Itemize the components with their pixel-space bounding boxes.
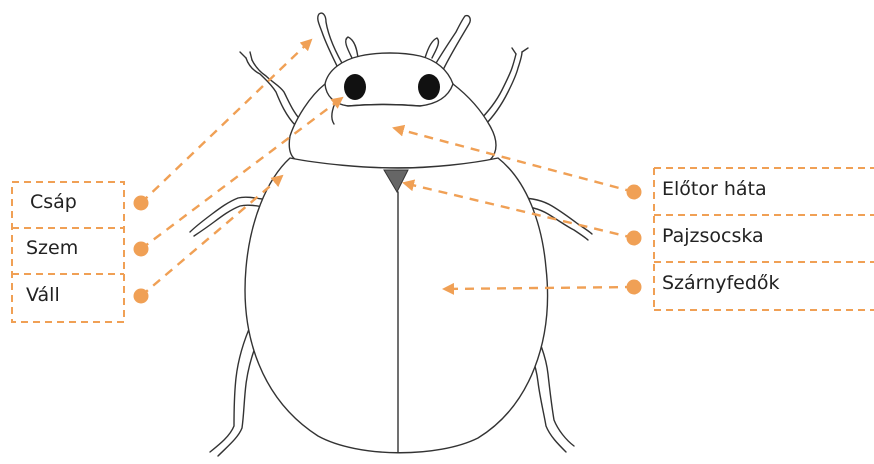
label-szem: Szem	[26, 239, 78, 258]
front-leg-left	[240, 52, 304, 126]
leader-dot-csap	[134, 196, 149, 211]
label-pajzsocska: Pajzsocska	[662, 227, 764, 246]
label-csap: Csáp	[30, 193, 77, 212]
elytra	[245, 158, 547, 453]
front-leg-right	[478, 48, 528, 126]
label-elotor-hata: Előtor háta	[662, 180, 767, 199]
mandible-right	[425, 38, 438, 58]
beetle-illustration	[190, 13, 592, 456]
mandible-left	[346, 37, 358, 58]
leader-dot-vall	[134, 289, 149, 304]
leader-dot-szarnyfedok	[627, 280, 642, 295]
leader-dot-pajzsocska	[627, 231, 642, 246]
label-vall: Váll	[26, 286, 60, 305]
eye-right	[418, 74, 440, 100]
leader-dot-elotor	[627, 185, 642, 200]
label-szarnyfedok: Szárnyfedők	[662, 274, 780, 293]
eye-left	[344, 74, 366, 100]
leader-dot-szem	[134, 242, 149, 257]
